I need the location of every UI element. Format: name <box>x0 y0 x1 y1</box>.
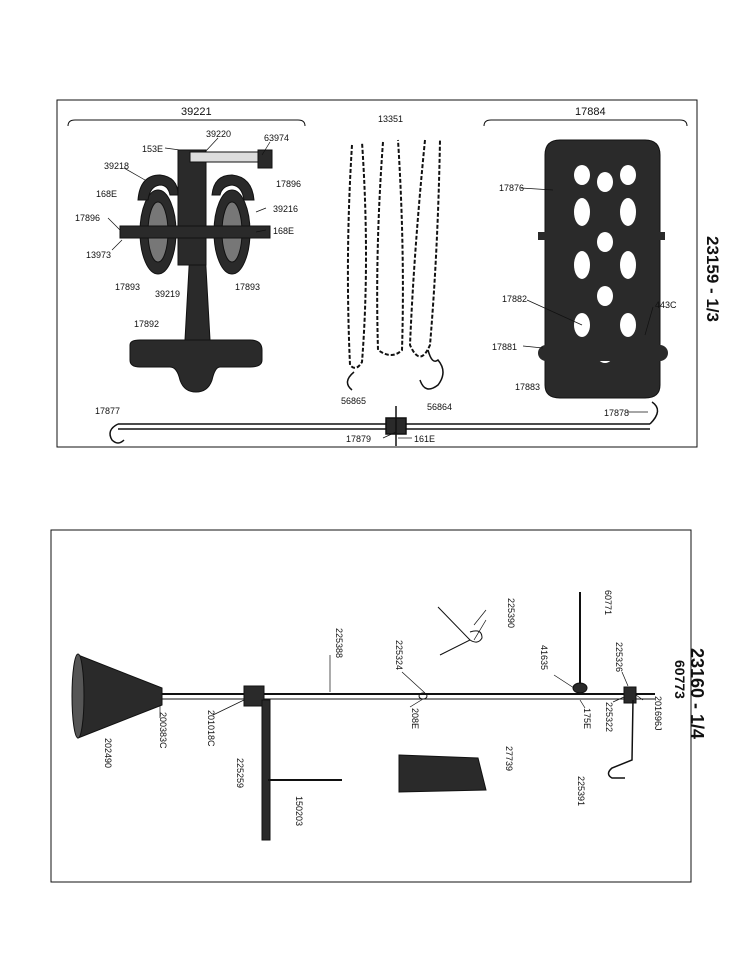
callout-225324: 225324 <box>394 640 404 671</box>
callout-17877: 17877 <box>95 406 121 416</box>
pulley-assembly <box>119 149 273 393</box>
callout-17878: 17878 <box>604 408 630 418</box>
callout-150203: 150203 <box>294 796 304 827</box>
callout-168e-right: 168E <box>273 226 295 236</box>
callout-161e: 161E <box>414 434 436 444</box>
bottom-panel-frame <box>50 529 692 883</box>
callout-168e-left: 168E <box>96 189 118 199</box>
callout-17879: 17879 <box>346 434 372 444</box>
chains <box>346 139 444 391</box>
callout-200383c: 200383C <box>158 712 168 749</box>
callout-225326: 225326 <box>614 642 624 673</box>
callout-17896-right: 17896 <box>276 179 302 189</box>
callout-225322: 225322 <box>604 702 614 733</box>
callout-17896-left: 17896 <box>75 213 101 223</box>
callout-17876: 17876 <box>499 183 525 193</box>
group-label-13351: 13351 <box>378 114 404 124</box>
callout-39216: 39216 <box>273 204 299 214</box>
callout-39218-left: 39218 <box>104 161 130 171</box>
callout-41635: 41635 <box>539 645 549 671</box>
drive-shaft-assembly <box>71 592 655 841</box>
sheet-ref-top: 23159 - 1/3 <box>703 236 722 323</box>
callout-201018c: 201018C <box>206 710 216 747</box>
callout-443c: 443C <box>655 300 677 310</box>
callout-27739: 27739 <box>504 746 514 772</box>
callout-39219: 39219 <box>155 289 181 299</box>
callout-39220: 39220 <box>206 129 232 139</box>
callout-60771: 60771 <box>603 590 613 616</box>
callout-225388: 225388 <box>334 628 344 659</box>
sheet-ref-bottom: 23160 - 1/4 <box>687 648 707 740</box>
top-panel-frame <box>56 99 698 448</box>
callout-17883: 17883 <box>515 382 541 392</box>
basket <box>538 139 668 399</box>
callout-56864: 56864 <box>427 402 453 412</box>
callout-56865: 56865 <box>341 396 367 406</box>
callout-17893-right: 17893 <box>235 282 261 292</box>
callout-17881: 17881 <box>492 342 518 352</box>
callout-17893-left: 17893 <box>115 282 141 292</box>
callout-208e: 208E <box>410 708 420 730</box>
leader-lines-top <box>107 137 654 439</box>
callout-225391: 225391 <box>576 776 586 807</box>
callout-153e: 153E <box>142 144 164 154</box>
hook-rod <box>109 401 659 446</box>
callout-17882: 17882 <box>502 294 528 304</box>
group-label-17884: 17884 <box>575 106 606 118</box>
callout-201696j: 201696J <box>653 696 663 731</box>
group-label-39221: 39221 <box>181 106 212 118</box>
callout-225390: 225390 <box>506 598 516 629</box>
callout-13973: 13973 <box>86 250 112 260</box>
callout-202490: 202490 <box>103 738 113 769</box>
callout-17892: 17892 <box>134 319 160 329</box>
bracket-left <box>67 119 306 127</box>
bracket-right <box>483 119 688 127</box>
callout-225259: 225259 <box>235 758 245 789</box>
sub-ref-bottom: 60773 <box>672 660 688 699</box>
callout-175e: 175E <box>582 708 592 730</box>
leader-lines-bottom <box>159 609 644 718</box>
callout-63974: 63974 <box>264 133 290 143</box>
